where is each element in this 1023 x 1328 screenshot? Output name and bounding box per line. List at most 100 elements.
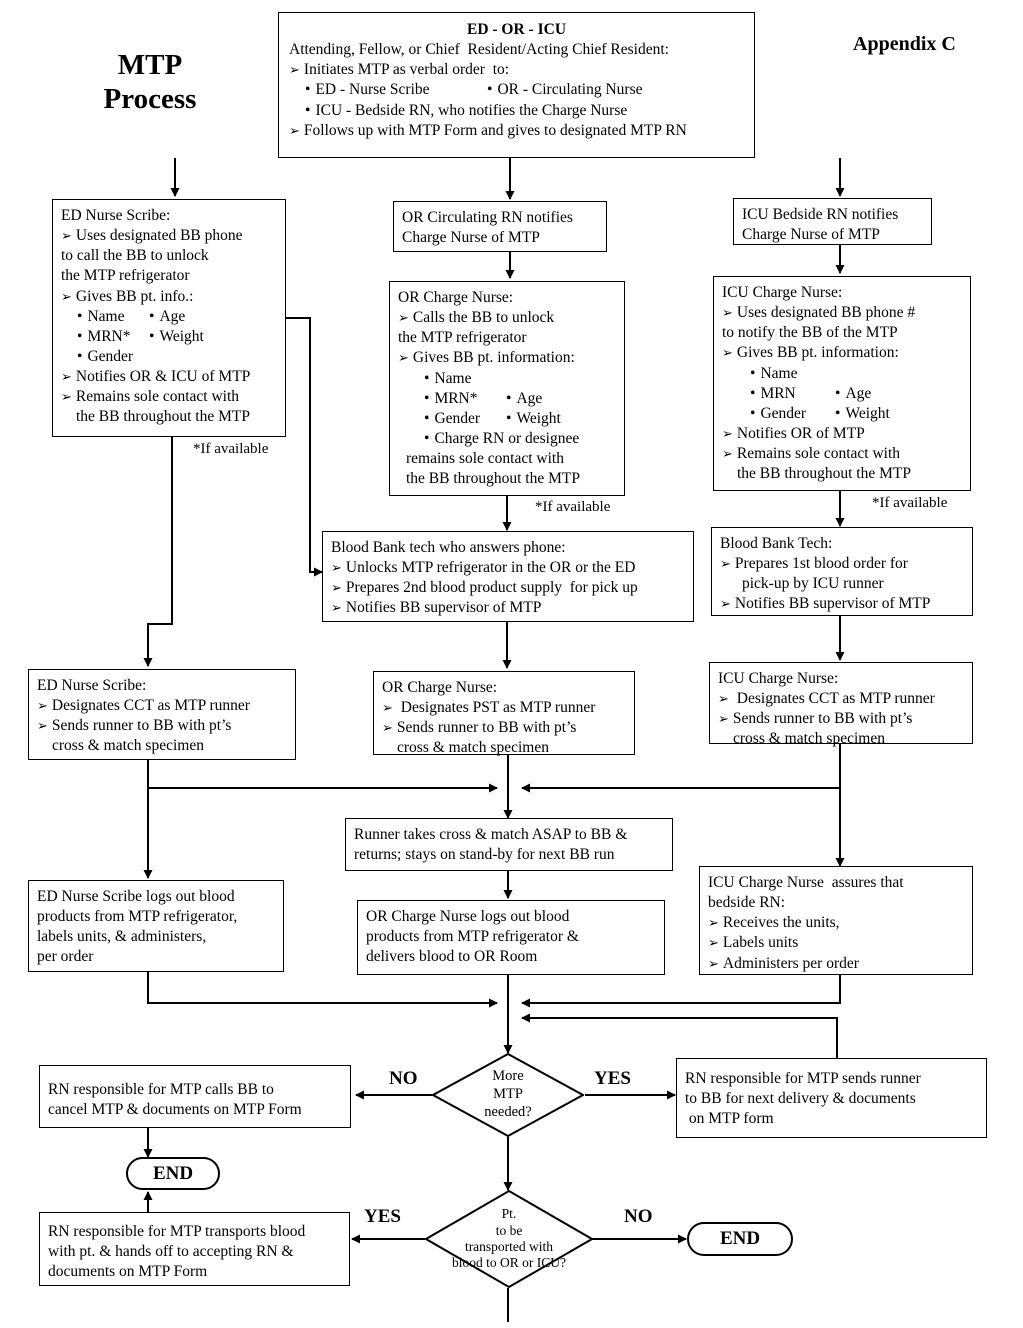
icu-assures-l1: ICU Charge Nurse assures that (708, 874, 904, 891)
or-charge-b-gender: Gender (424, 409, 506, 429)
or-logs-l1: OR Charge Nurse logs out blood (366, 908, 570, 925)
top-box-line3: Follows up with MTP Form and gives to de… (289, 121, 744, 141)
icu-runner-a2-l1: Sends runner to BB with pt’s (718, 709, 964, 729)
next-delivery-l1: RN responsible for MTP sends runner (685, 1070, 921, 1087)
runner-cross-l1: Runner takes cross & match ASAP to BB & (354, 826, 628, 843)
box-or-logs-out: OR Charge Nurse logs out blood products … (357, 900, 665, 975)
box-or-charge-nurse: OR Charge Nurse: Calls the BB to unlock … (389, 281, 625, 496)
decision-transport-l2: to be (495, 1222, 523, 1238)
ed-logs-l1: ED Nurse Scribe logs out blood (37, 888, 235, 905)
icu-runner-a2-l2: cross & match specimen (733, 730, 885, 748)
icu-assures-a1: Receives the units, (708, 913, 964, 933)
runner-cross-l2: returns; stays on stand-by for next BB r… (354, 846, 615, 864)
icu-assures-a2: Labels units (708, 933, 964, 953)
ed-scribe-b-age: Age (149, 307, 185, 327)
label-no-transport: NO (624, 1206, 653, 1227)
box-runner-cross-match: Runner takes cross & match ASAP to BB & … (345, 818, 673, 871)
ed-scribe-a4-l1: Remains sole contact with (61, 387, 277, 407)
label-yes-transport: YES (364, 1206, 401, 1227)
or-charge-a2: Gives BB pt. information: (398, 348, 616, 368)
or-logs-l2: products from MTP refrigerator & (366, 928, 579, 946)
label-yes-more-mtp: YES (594, 1068, 631, 1089)
note-if-available-or: *If available (535, 499, 611, 515)
box-blood-bank-tech-phone: Blood Bank tech who answers phone: Unloc… (322, 531, 694, 622)
icu-charge-b-weight: Weight (835, 404, 889, 424)
icu-bedside-l2: Charge Nurse of MTP (742, 226, 880, 244)
box-ed-logs-out: ED Nurse Scribe logs out blood products … (28, 880, 284, 972)
note-if-available-icu: *If available (872, 495, 948, 511)
decision-patient-transport: Pt. to be transported with blood to OR o… (424, 1189, 594, 1289)
page-title-line1: MTP (117, 49, 183, 81)
or-charge-a1-l1: Calls the BB to unlock (398, 308, 616, 328)
ed-runner-a2-l2: cross & match specimen (52, 737, 204, 755)
icu-charge-a4-l2: the BB throughout the MTP (737, 465, 911, 483)
ed-logs-l2: products from MTP refrigerator, (37, 908, 238, 926)
ed-logs-l3: labels units, & administers, (37, 928, 207, 946)
icu-charge-a2: Gives BB pt. information: (722, 343, 962, 363)
icu-charge-a1-l1: Uses designated BB phone # (722, 303, 962, 323)
or-charge-b-weight: Weight (506, 409, 560, 429)
transport-l1: RN responsible for MTP transports blood (48, 1223, 306, 1240)
bbtech-icu-heading: Blood Bank Tech: (720, 535, 833, 552)
appendix-label: Appendix C (853, 33, 956, 55)
next-delivery-l2: to BB for next delivery & documents (685, 1090, 916, 1108)
bbtech-phone-a2: Prepares 2nd blood product supply for pi… (331, 578, 685, 598)
box-or-circulating-rn: OR Circulating RN notifies Charge Nurse … (393, 201, 607, 252)
icu-charge-heading: ICU Charge Nurse: (722, 284, 843, 301)
ed-scribe-a3: Notifies OR & ICU of MTP (61, 367, 277, 387)
ed-runner-a1: Designates CCT as MTP runner (37, 696, 287, 716)
terminator-end-no-transport: END (687, 1222, 793, 1256)
box-ed-or-icu: ED - OR - ICU Attending, Fellow, or Chie… (278, 12, 755, 158)
top-box-bullet-or: OR - Circulating Nurse (487, 80, 642, 100)
page-title: MTP Process (55, 48, 245, 116)
box-icu-assures: ICU Charge Nurse assures that bedside RN… (699, 866, 973, 975)
bbtech-phone-a3: Notifies BB supervisor of MTP (331, 598, 685, 618)
icu-charge-a4-l1: Remains sole contact with (722, 444, 962, 464)
top-box-line2: Initiates MTP as verbal order to: (289, 60, 744, 80)
or-charge-b-mrn: MRN* (424, 389, 506, 409)
or-charge-b-name: Name (424, 369, 616, 389)
box-icu-charge-nurse-runner: ICU Charge Nurse: Designates CCT as MTP … (709, 662, 973, 747)
ed-scribe-a4-l2: the BB throughout the MTP (76, 408, 250, 426)
decision-more-l1: More (492, 1068, 524, 1085)
top-box-bullet-ed: ED - Nurse Scribe (305, 80, 487, 100)
ed-runner-a2-l1: Sends runner to BB with pt’s (37, 716, 287, 736)
ed-scribe-a1-l2: to call the BB to unlock (61, 247, 209, 265)
icu-runner-a1: Designates CCT as MTP runner (718, 689, 964, 709)
or-circ-l2: Charge Nurse of MTP (402, 229, 540, 247)
or-runner-a1: Designates PST as MTP runner (382, 698, 626, 718)
page-title-line2: Process (103, 83, 197, 116)
box-icu-charge-nurse: ICU Charge Nurse: Uses designated BB pho… (713, 276, 971, 491)
box-blood-bank-tech-icu: Blood Bank Tech: Prepares 1st blood orde… (711, 527, 973, 616)
note-if-available-ed: *If available (193, 441, 269, 457)
ed-scribe-b-mrn: MRN* (77, 327, 149, 347)
ed-runner-heading: ED Nurse Scribe: (37, 677, 147, 694)
terminator-end-cancel: END (126, 1157, 220, 1190)
box-transport-blood: RN responsible for MTP transports blood … (39, 1212, 350, 1286)
icu-charge-b-age: Age (835, 384, 871, 404)
decision-transport-l3: transported with (464, 1239, 554, 1254)
bbtech-icu-a2: Notifies BB supervisor of MTP (720, 594, 964, 614)
next-delivery-l3: on MTP form (685, 1110, 774, 1128)
bbtech-icu-a1-l1: Prepares 1st blood order for (720, 554, 964, 574)
decision-more-l3: needed? (484, 1103, 532, 1120)
icu-bedside-l1: ICU Bedside RN notifies (742, 206, 899, 223)
ed-scribe-b-name: Name (77, 307, 149, 327)
or-charge-heading: OR Charge Nurse: (398, 289, 514, 306)
or-charge-b-age: Age (506, 389, 542, 409)
icu-charge-b-mrn: MRN (750, 384, 835, 404)
box-ed-nurse-scribe-runner: ED Nurse Scribe: Designates CCT as MTP r… (28, 669, 296, 760)
label-no-more-mtp: NO (389, 1068, 418, 1089)
ed-scribe-a2: Gives BB pt. info.: (61, 287, 277, 307)
cancel-l2: cancel MTP & documents on MTP Form (48, 1101, 302, 1119)
or-charge-a1-l2: the MTP refrigerator (398, 329, 527, 347)
top-box-heading: ED - OR - ICU (466, 21, 567, 38)
ed-scribe-b-weight: Weight (149, 327, 203, 347)
or-runner-a2-l1: Sends runner to BB with pt’s (382, 718, 626, 738)
ed-scribe-a1-l3: the MTP refrigerator (61, 267, 190, 285)
decision-more-l2: MTP (493, 1086, 523, 1103)
ed-scribe-a1-l1: Uses designated BB phone (61, 226, 277, 246)
box-or-charge-nurse-runner: OR Charge Nurse: Designates PST as MTP r… (373, 671, 635, 757)
or-runner-a2-l2: cross & match specimen (397, 739, 549, 757)
